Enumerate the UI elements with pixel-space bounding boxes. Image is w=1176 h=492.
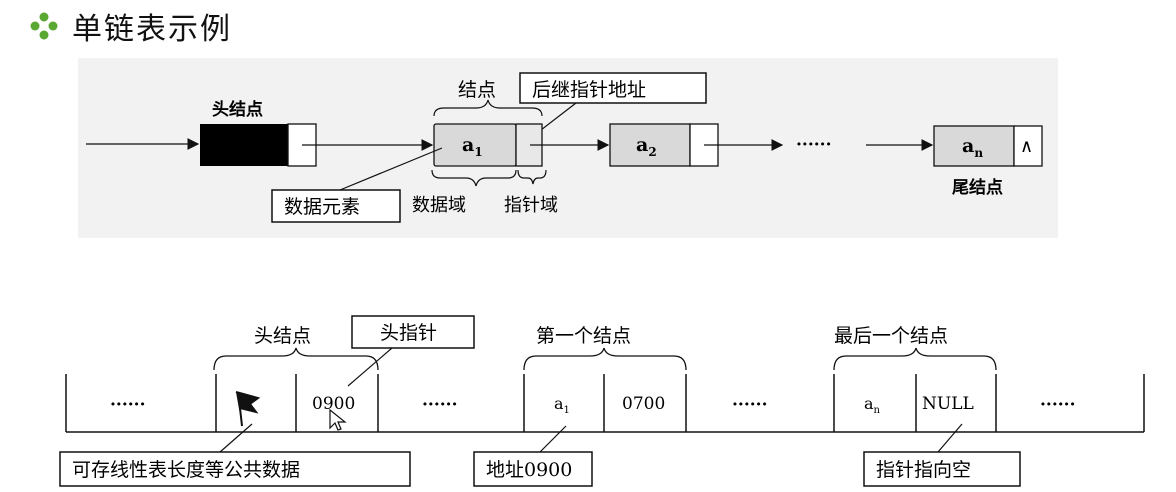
tail-node-label: 尾结点 — [952, 177, 1003, 198]
memory-strip — [65, 374, 1145, 433]
pointer-null-callout: 指针指向空 — [863, 423, 1021, 487]
head-next-value: 0900 — [312, 394, 355, 414]
first-node-brace — [523, 347, 687, 371]
mouse-cursor-icon — [329, 408, 347, 431]
last-node-data: an — [864, 394, 881, 416]
diagram1-ellipsis: ······ — [796, 135, 832, 155]
head-pointer-label: 头指针 — [380, 322, 437, 344]
public-data-label: 可存线性表长度等公共数据 — [72, 459, 300, 481]
tail-node-data: an — [962, 135, 983, 160]
last-node-label: 最后一个结点 — [834, 325, 948, 347]
node-brace — [433, 99, 543, 117]
node-a2-data: a2 — [636, 134, 657, 159]
data-element-label: 数据元素 — [284, 196, 360, 218]
public-data-callout: 可存线性表长度等公共数据 — [59, 423, 411, 487]
pointer-null-label: 指针指向空 — [876, 459, 971, 481]
strip-ellipsis-4: ······ — [1040, 395, 1076, 415]
tail-null-symbol: ∧ — [1020, 136, 1033, 157]
strip-ellipsis-2: ······ — [422, 395, 458, 415]
last-node-brace — [833, 347, 997, 371]
head-node-label-2: 头结点 — [254, 325, 311, 347]
successor-pointer-label: 后继指针地址 — [532, 79, 646, 101]
first-node-data: a1 — [554, 394, 570, 416]
head-pointer-callout: 头指针 — [347, 315, 475, 387]
pointer-field-label: 指针域 — [504, 195, 558, 216]
slide-title: 单链表示例 — [26, 4, 232, 48]
data-field-label: 数据域 — [412, 195, 466, 216]
head-node-brace — [213, 347, 379, 371]
address-label: 地址0900 — [486, 459, 572, 481]
data-field-brace — [431, 169, 517, 187]
flag-icon — [235, 391, 261, 427]
node-label: 结点 — [458, 79, 496, 101]
strip-ellipsis-1: ······ — [110, 395, 146, 415]
node-a1-data: a1 — [462, 134, 483, 159]
first-node-label: 第一个结点 — [536, 325, 631, 347]
strip-ellipsis-3: ······ — [732, 395, 768, 415]
pointer-field-brace — [517, 169, 547, 185]
address-callout: 地址0900 — [473, 425, 593, 487]
last-next-value: NULL — [922, 394, 974, 414]
title-text: 单链表示例 — [72, 12, 232, 47]
tail-node: an ∧ — [933, 125, 1043, 167]
data-element-callout: 数据元素 — [271, 147, 443, 223]
first-next-value: 0700 — [622, 394, 665, 414]
head-node-label: 头结点 — [212, 99, 263, 120]
diamond-bullet-icon — [30, 12, 58, 40]
